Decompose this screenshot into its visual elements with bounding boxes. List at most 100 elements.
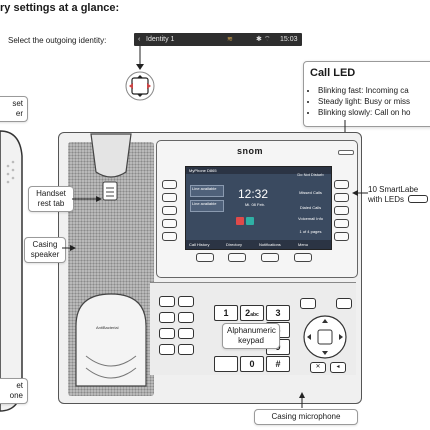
softkey[interactable] <box>294 253 312 262</box>
smartlabel-key-right[interactable] <box>334 193 349 202</box>
function-key[interactable] <box>159 312 175 323</box>
lower-cradle <box>75 293 147 387</box>
key-1[interactable]: 1 <box>214 305 238 321</box>
smartlabel-key-left[interactable] <box>162 206 177 215</box>
smartlabel-key-left[interactable] <box>162 232 177 241</box>
callout-line: Alphanumeric <box>227 326 276 335</box>
call-led-panel: Call LED Blinking fast: Incoming ca Stea… <box>303 61 430 127</box>
identity-name[interactable]: Identity 1 <box>146 36 175 43</box>
key-0[interactable]: 0 <box>240 356 264 372</box>
status-bar: ‹ Identity 1 ≋ ✱ ⌔ 15:03 <box>134 33 302 46</box>
handset-cradle <box>90 133 132 201</box>
function-key[interactable] <box>178 344 194 355</box>
smartlabel-key-left[interactable] <box>162 219 177 228</box>
screen-right-label[interactable]: 1 of 4 pages <box>299 229 322 234</box>
cancel-key[interactable]: ✕ <box>310 362 326 373</box>
call-led-item: Blinking fast: Incoming ca <box>318 85 411 96</box>
voicemail-icon[interactable] <box>236 217 244 225</box>
smartlabel-pointer <box>352 190 368 196</box>
smartlabel-key-sample <box>408 195 428 203</box>
casing-speaker-callout: Casing speaker <box>24 237 66 263</box>
function-key[interactable] <box>178 328 194 339</box>
screen-clock: 12:32 <box>238 187 269 201</box>
function-key[interactable] <box>178 312 194 323</box>
key-digit: 1 <box>223 308 229 318</box>
identity-chevron-icon[interactable]: ‹ <box>138 36 141 43</box>
function-key[interactable] <box>159 328 175 339</box>
volume-key[interactable]: ◂ <box>330 362 346 373</box>
key-sub: abc <box>250 312 259 318</box>
call-led <box>338 150 354 155</box>
key-digit: 3 <box>275 308 281 318</box>
callout-text: Casing microphone <box>271 412 341 421</box>
wifi-icon: ⌔ <box>264 36 271 43</box>
key-star[interactable] <box>214 356 238 372</box>
softkey[interactable] <box>196 253 214 262</box>
callout-line: 10 SmartLabe <box>368 185 419 194</box>
key-digit: 0 <box>249 359 255 369</box>
call-led-item: Blinking slowly: Call on ho <box>318 107 411 118</box>
brand-logo: snom <box>237 146 264 156</box>
screen-right-label[interactable]: Voicemail Info <box>298 216 323 221</box>
screen-right-label[interactable]: Dialed Calls <box>299 205 322 210</box>
callout-line: speaker <box>30 250 60 259</box>
screen-account: MyPhone D865 <box>189 168 217 173</box>
nav-key-zoom <box>125 46 155 101</box>
function-key[interactable] <box>178 296 194 307</box>
callout-line: er <box>15 109 23 118</box>
antibacterial-logo: AntiBacterial <box>96 325 119 330</box>
call-led-title: Call LED <box>310 67 356 79</box>
smartlabel-key-right[interactable] <box>334 180 349 189</box>
callout-line: set <box>12 99 23 108</box>
callout-line: keypad <box>238 336 264 345</box>
softkey-label[interactable]: Notifications <box>259 242 281 247</box>
softkey-label[interactable]: Call History <box>189 242 210 247</box>
function-key[interactable] <box>159 344 175 355</box>
bluetooth-icon: ✱ <box>256 36 262 43</box>
keypad-callout: Alphanumeric keypad <box>222 323 280 349</box>
call-icon[interactable] <box>246 217 254 225</box>
rest-tab-pointer <box>72 196 102 202</box>
key-digit: 2 <box>245 308 251 318</box>
smartlabel-key-left[interactable] <box>162 180 177 189</box>
callout-line: et <box>16 381 23 390</box>
identity-prompt: Select the outgoing identity: <box>8 36 107 45</box>
key-digit: # <box>275 359 281 369</box>
smartlabel-key-right[interactable] <box>334 232 349 241</box>
smartlabel-callout: 10 SmartLabe with LEDs <box>368 185 418 205</box>
smartlabel-key-right[interactable] <box>334 219 349 228</box>
screen-left-label-text: Line available <box>192 201 217 206</box>
function-key[interactable] <box>159 296 175 307</box>
callout-line: Casing <box>32 240 58 249</box>
casing-microphone-callout: Casing microphone <box>254 409 358 425</box>
callout-line: with LEDs <box>368 195 405 204</box>
key-2[interactable]: 2abc <box>240 305 264 321</box>
screen-left-label[interactable]: Line available <box>190 185 224 197</box>
navigation-key[interactable] <box>302 314 348 360</box>
softkey[interactable] <box>228 253 246 262</box>
function-key[interactable] <box>336 298 352 309</box>
page-heading: ry settings at a glance: <box>0 2 120 14</box>
softkey-label[interactable]: Directory <box>226 242 243 247</box>
screen-right-label[interactable]: Missed Calls <box>299 190 322 195</box>
handset-rest-tab-callout: Handset rest tab <box>28 186 74 212</box>
screen-right-label[interactable]: Do Not Disturb <box>297 172 324 177</box>
handset-microphone-callout: et one <box>0 378 28 404</box>
smartlabel-key-left[interactable] <box>162 193 177 202</box>
network-icon: ≋ <box>227 36 233 43</box>
screen-left-label-text: Line available <box>192 186 217 191</box>
smartlabel-key-right[interactable] <box>334 206 349 215</box>
screen-date: Mi. 08 Feb. <box>245 202 266 207</box>
handset <box>0 130 23 412</box>
function-key[interactable] <box>300 298 316 309</box>
key-hash[interactable]: # <box>266 356 290 372</box>
softkey-label[interactable]: Menu <box>298 242 309 247</box>
display-screen: MyPhone D865 Line available Line availab… <box>185 166 332 250</box>
microphone-pointer <box>299 392 305 408</box>
screen-left-label[interactable]: Line available <box>190 200 224 212</box>
handset-speaker-callout: set er <box>0 96 28 122</box>
call-led-item: Steady light: Busy or miss <box>318 96 411 107</box>
softkey[interactable] <box>261 253 279 262</box>
status-time: 15:03 <box>280 36 298 43</box>
key-3[interactable]: 3 <box>266 305 290 321</box>
